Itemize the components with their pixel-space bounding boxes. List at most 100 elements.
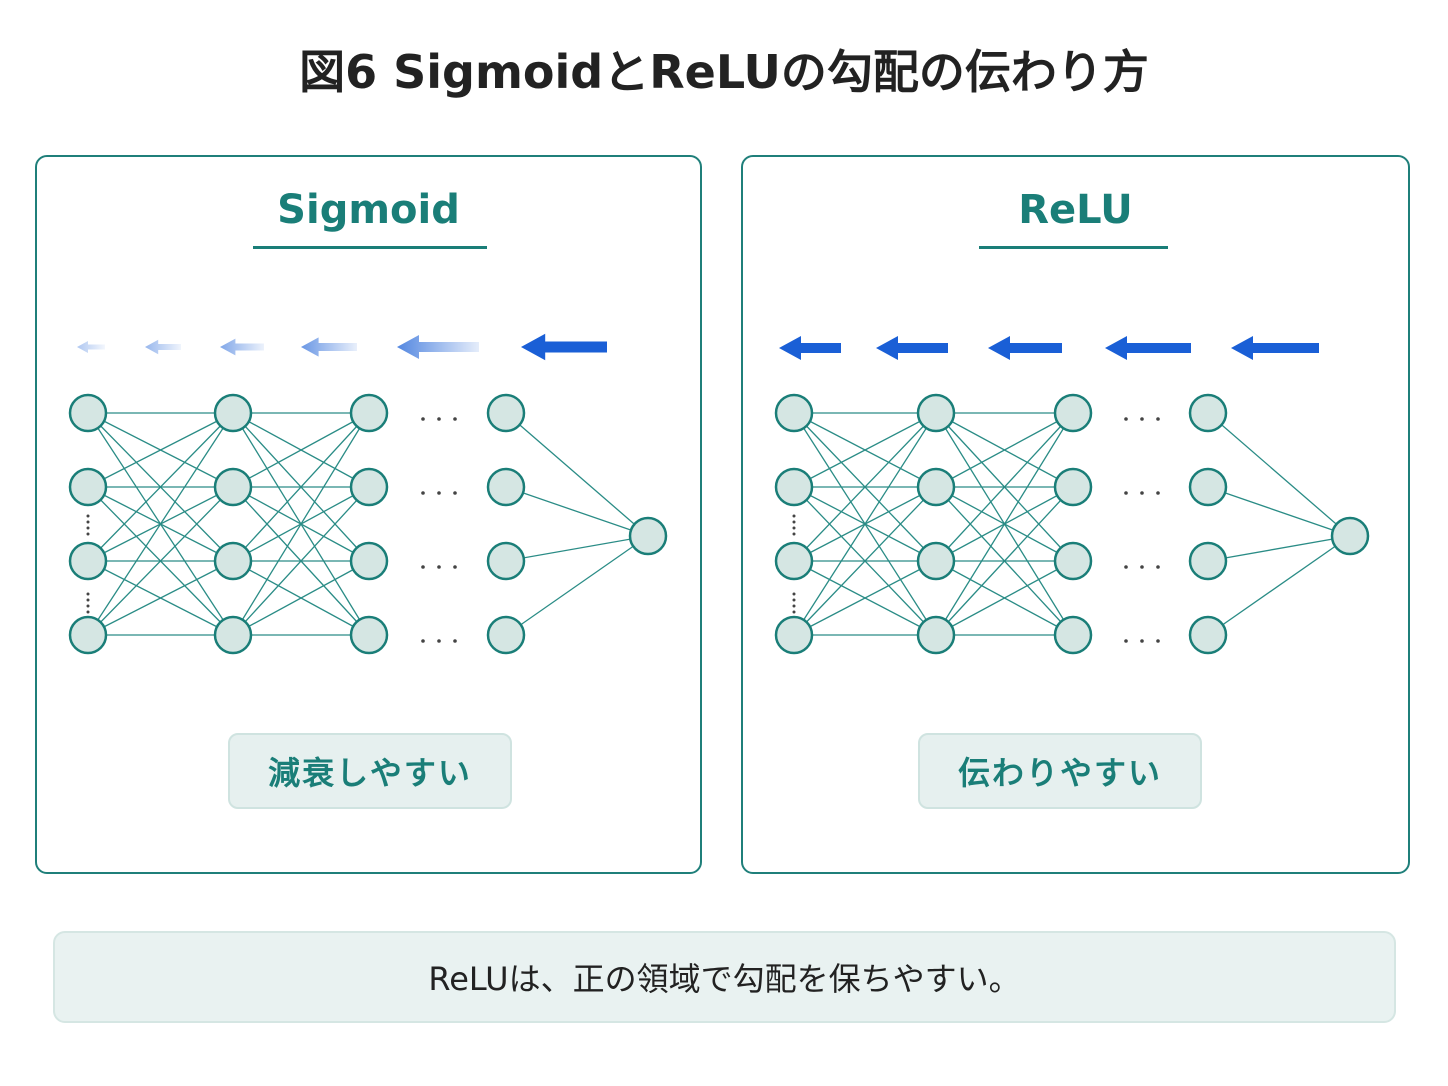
ellipsis-dot xyxy=(792,604,796,608)
ellipsis-dot xyxy=(453,491,457,495)
arrow-shape xyxy=(301,337,357,357)
ellipsis-dot xyxy=(792,514,796,518)
network-node xyxy=(213,615,253,655)
network-node xyxy=(486,467,526,507)
gradient-arrow xyxy=(145,339,181,355)
arrow-shape xyxy=(1105,336,1191,360)
network-edge xyxy=(87,560,234,636)
relu-network-diagram xyxy=(774,336,1370,655)
ellipsis-dot xyxy=(1140,491,1144,495)
network-node xyxy=(486,541,526,581)
network-edge xyxy=(505,535,649,636)
arrow-shape xyxy=(1231,336,1319,360)
ellipsis-dot xyxy=(792,532,796,536)
network-edge xyxy=(935,560,1074,636)
network-edge xyxy=(1207,535,1351,562)
ellipsis-dot xyxy=(86,514,90,518)
ellipsis-dot xyxy=(86,526,90,530)
ellipsis-dot xyxy=(792,592,796,596)
ellipsis-dot xyxy=(437,639,441,643)
network-edge xyxy=(87,412,234,636)
sigmoid-network-diagram xyxy=(68,333,668,655)
network-edge xyxy=(505,412,649,537)
network-node xyxy=(213,541,253,581)
network-node xyxy=(1188,541,1228,581)
network-node xyxy=(774,615,814,655)
sigmoid-title-underline xyxy=(253,246,487,249)
gradient-arrow xyxy=(397,335,479,359)
ellipsis-dot xyxy=(86,598,90,602)
ellipsis-dot xyxy=(1156,639,1160,643)
network-edge xyxy=(87,486,234,636)
ellipsis-dot xyxy=(421,565,425,569)
network-edge xyxy=(232,412,370,636)
network-node xyxy=(916,393,956,433)
ellipsis-dot xyxy=(792,598,796,602)
network-node xyxy=(68,467,108,507)
network-edge xyxy=(232,486,370,636)
ellipsis-dot xyxy=(792,520,796,524)
network-node xyxy=(213,467,253,507)
network-edge xyxy=(87,412,234,562)
ellipsis-dot xyxy=(1156,491,1160,495)
ellipsis-dot xyxy=(453,639,457,643)
ellipsis-dot xyxy=(421,639,425,643)
arrow-shape xyxy=(145,339,181,355)
arrow-shape xyxy=(397,335,479,359)
network-node xyxy=(1053,393,1093,433)
network-node xyxy=(774,541,814,581)
ellipsis-dot xyxy=(437,417,441,421)
ellipsis-dot xyxy=(1124,417,1128,421)
network-edge xyxy=(793,412,937,488)
network-node xyxy=(916,615,956,655)
network-node xyxy=(486,615,526,655)
arrow-shape xyxy=(876,336,948,360)
relu-panel: ReLU 伝わりやすい xyxy=(741,155,1410,874)
ellipsis-dot xyxy=(421,491,425,495)
network-edge xyxy=(793,412,937,636)
network-node xyxy=(774,467,814,507)
gradient-arrow xyxy=(301,337,357,357)
network-edge xyxy=(232,412,370,488)
ellipsis-dot xyxy=(1124,491,1128,495)
ellipsis-dot xyxy=(86,532,90,536)
summary-note: ReLUは、正の領域で勾配を保ちやすい。 xyxy=(53,931,1396,1023)
ellipsis-dot xyxy=(86,520,90,524)
ellipsis-dot xyxy=(86,610,90,614)
relu-label-badge: 伝わりやすい xyxy=(918,733,1202,809)
network-edge xyxy=(935,412,1074,636)
network-node xyxy=(349,467,389,507)
network-node xyxy=(1053,467,1093,507)
network-edge xyxy=(1207,535,1351,636)
network-edge xyxy=(793,412,937,562)
ellipsis-dot xyxy=(792,526,796,530)
network-edge xyxy=(87,412,234,488)
network-node xyxy=(916,541,956,581)
network-node xyxy=(349,393,389,433)
ellipsis-dot xyxy=(453,417,457,421)
ellipsis-dot xyxy=(86,592,90,596)
network-node xyxy=(68,541,108,581)
arrow-shape xyxy=(988,336,1062,360)
ellipsis-dot xyxy=(1124,639,1128,643)
network-node xyxy=(349,541,389,581)
figure-title: 図6 SigmoidとReLUの勾配の伝わり方 xyxy=(299,45,1149,99)
network-edge xyxy=(793,486,937,636)
network-node xyxy=(486,393,526,433)
output-node xyxy=(1330,516,1370,556)
network-edge xyxy=(1207,486,1351,537)
ellipsis-dot xyxy=(1156,565,1160,569)
gradient-arrow xyxy=(521,333,607,361)
ellipsis-dot xyxy=(1156,417,1160,421)
gradient-arrow xyxy=(1105,336,1191,360)
network-node xyxy=(916,467,956,507)
gradient-arrow xyxy=(220,338,264,356)
network-node xyxy=(1188,393,1228,433)
network-edge xyxy=(793,560,937,636)
ellipsis-dot xyxy=(437,491,441,495)
network-node xyxy=(68,615,108,655)
output-node xyxy=(628,516,668,556)
relu-panel-title: ReLU xyxy=(1018,187,1133,233)
ellipsis-dot xyxy=(437,565,441,569)
gradient-arrow xyxy=(988,336,1062,360)
